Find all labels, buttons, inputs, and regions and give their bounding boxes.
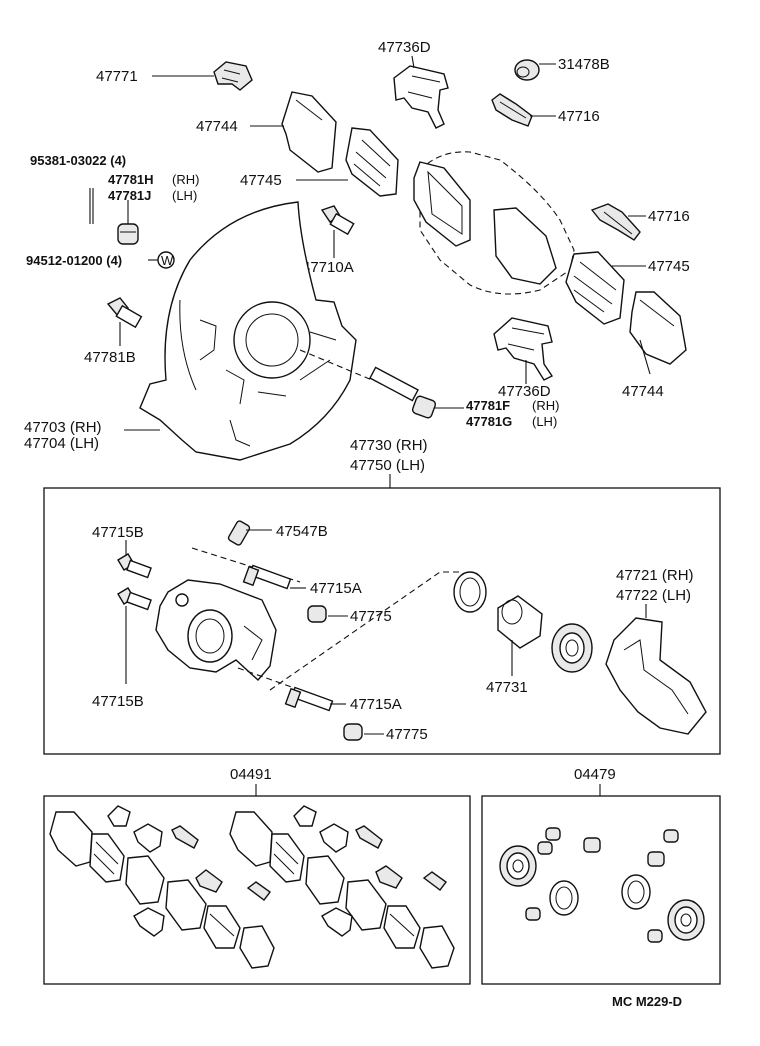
label-04479: 04479 <box>574 766 616 783</box>
kit-04479-box <box>481 795 721 985</box>
label-47715a-bot: 47715A <box>350 696 402 713</box>
part-piston-dust-boot <box>551 623 593 673</box>
label-47547b: 47547B <box>276 523 328 540</box>
part-47736d-mid-clip <box>493 317 554 381</box>
label-47775-top: 47775 <box>350 608 392 625</box>
label-47744-mid: 47744 <box>622 383 664 400</box>
caliper-assembly-outline <box>419 151 575 295</box>
part-47771-clip <box>213 61 253 91</box>
part-47715b-lower-bolt <box>117 587 152 611</box>
kit-04479-contents <box>499 827 705 943</box>
part-31478b-plug <box>514 59 540 81</box>
label-47781h-side: (RH) <box>172 172 199 187</box>
part-47710a-bolt <box>320 205 355 236</box>
part-47715a-top-pin <box>242 564 292 590</box>
label-47750: 47750 (LH) <box>350 457 425 474</box>
part-pad-center-2 <box>493 207 557 285</box>
part-47715a-bot-pin <box>284 686 334 712</box>
label-04491: 04491 <box>230 766 272 783</box>
label-47781j: 47781J <box>108 188 151 203</box>
label-47781b: 47781B <box>84 349 136 366</box>
label-47736d-top: 47736D <box>378 39 431 56</box>
label-47715b-bot: 47715B <box>92 693 144 710</box>
part-47703-dust-cover <box>139 201 357 461</box>
label-94512: 94512-01200 (4) <box>26 253 122 268</box>
label-47745-mid: 47745 <box>648 258 690 275</box>
part-47716-mid-indicator <box>590 203 641 241</box>
label-47744-top: 47744 <box>196 118 238 135</box>
label-47730: 47730 (RH) <box>350 437 428 454</box>
part-47781h-bushing <box>117 223 139 245</box>
part-47775-bot-boot <box>343 723 363 741</box>
label-95381: 95381-03022 (4) <box>30 153 126 168</box>
label-47703: 47703 (RH) <box>24 419 102 436</box>
part-caliper-body <box>155 579 277 682</box>
part-47745-top-pad <box>345 127 399 197</box>
part-94512-washer: W <box>157 251 175 269</box>
label-47781f-side: (RH) <box>532 398 559 413</box>
label-47716-top: 47716 <box>558 108 600 125</box>
diagram-code: MC M229-D <box>612 994 682 1009</box>
label-47775-bot: 47775 <box>386 726 428 743</box>
part-47781f-pin <box>299 349 437 419</box>
part-47736d-top-clip <box>393 65 449 129</box>
label-47781g: 47781G <box>466 414 512 429</box>
part-47775-top-boot <box>307 605 327 623</box>
part-pad-center-1 <box>413 161 471 247</box>
kit-04491-box <box>43 795 471 985</box>
label-47736d-mid: 47736D <box>498 383 551 400</box>
label-47704: 47704 (LH) <box>24 435 99 452</box>
part-47744-mid-shim <box>629 291 687 365</box>
label-47716-mid: 47716 <box>648 208 690 225</box>
label-47721: 47721 (RH) <box>616 567 694 584</box>
label-47781j-side: (LH) <box>172 188 197 203</box>
label-47722: 47722 (LH) <box>616 587 691 604</box>
part-47547b-bleeder <box>227 520 251 546</box>
label-47715a-top: 47715A <box>310 580 362 597</box>
part-47716-top-indicator <box>491 93 533 127</box>
caliper-assembly-box <box>43 487 721 755</box>
label-47745-top: 47745 <box>240 172 282 189</box>
part-47721-mounting-bracket <box>605 617 707 735</box>
kit-04491-contents <box>49 805 455 969</box>
label-47781g-side: (LH) <box>532 414 557 429</box>
label-47731: 47731 <box>486 679 528 696</box>
part-47781b-bolt <box>106 297 143 329</box>
label-47715b-top: 47715B <box>92 524 144 541</box>
label-31478b: 31478B <box>558 56 610 73</box>
part-47744-top-shim <box>281 91 337 173</box>
label-47781h: 47781H <box>108 172 154 187</box>
label-47781f: 47781F <box>466 398 510 413</box>
washer-mark: W <box>161 253 174 268</box>
part-47715b-top-bolt <box>117 553 152 579</box>
part-47731-piston <box>497 595 543 649</box>
label-47710a: 47710A <box>302 259 354 276</box>
part-95381-cotter-pin <box>89 188 94 224</box>
part-47745-mid-pad <box>565 251 625 325</box>
part-piston-seal-ring <box>453 571 487 613</box>
label-47771: 47771 <box>96 68 138 85</box>
